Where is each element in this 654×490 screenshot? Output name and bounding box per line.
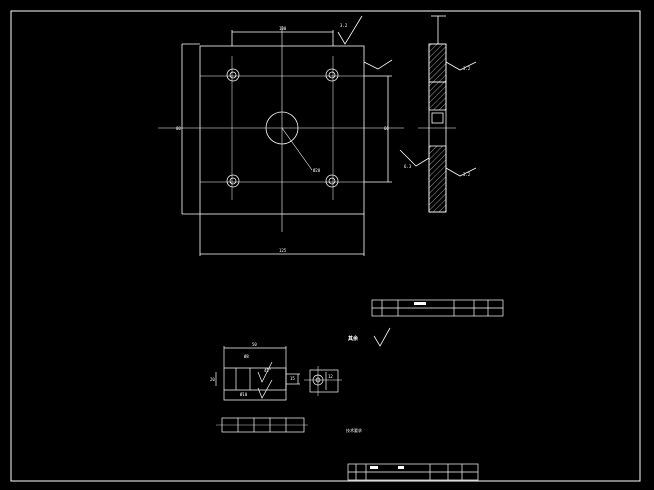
title-block-lower — [347, 463, 479, 481]
label-small-dim-d: 15 — [290, 376, 295, 381]
small-part-bottom — [216, 417, 308, 433]
label-small-note: 技术要求 — [346, 427, 362, 433]
bolt-hole-tl — [226, 68, 240, 82]
roughness-symbol-section-right — [445, 61, 477, 71]
label-small-dim-c: 20 — [210, 377, 215, 382]
bolt-hole-tr — [325, 68, 339, 82]
label-roughness-top: 3.2 — [340, 23, 348, 28]
center-hole — [265, 111, 299, 145]
label-small-dim-top: 50 — [252, 342, 257, 347]
label-roughness-side-mid: 3.2 — [463, 172, 471, 177]
roughness-symbol-top — [337, 15, 363, 45]
drawing-border — [10, 10, 641, 482]
label-surface-note: 其余 — [348, 335, 359, 342]
small-part-side — [304, 366, 342, 396]
section-hatch-top — [428, 43, 447, 83]
roughness-symbol-right — [363, 59, 393, 70]
label-roughness-side-right: 3.2 — [463, 66, 471, 71]
label-small-dim-b: Ø10 — [240, 392, 248, 397]
label-small-dim-a: Ø8 — [244, 354, 249, 359]
bolt-hole-br — [325, 174, 339, 188]
small-part-front — [215, 346, 300, 401]
side-section-view — [399, 15, 477, 213]
title-block-upper — [371, 299, 504, 317]
label-roughness-side-left: 6.3 — [404, 164, 412, 169]
section-hatch-bottom — [428, 145, 447, 213]
roughness-symbol-section-mid — [445, 167, 477, 177]
bolt-hole-bl — [226, 174, 240, 188]
label-hole-callout: Ø28 — [313, 168, 321, 173]
label-small-dim-e: 12 — [328, 374, 333, 379]
label-dim-top: 100 — [279, 26, 287, 31]
hole-leader — [281, 127, 313, 171]
roughness-symbol-section-left — [399, 149, 430, 167]
roughness-symbol-general — [373, 327, 391, 347]
label-small-label: 45° — [264, 368, 271, 373]
main-plate-view — [158, 15, 404, 256]
label-dim-bottom: 125 — [279, 248, 287, 253]
label-dim-left: 80 — [176, 126, 181, 131]
section-hatch-mid — [428, 81, 447, 111]
label-dim-right: 60 — [384, 126, 389, 131]
